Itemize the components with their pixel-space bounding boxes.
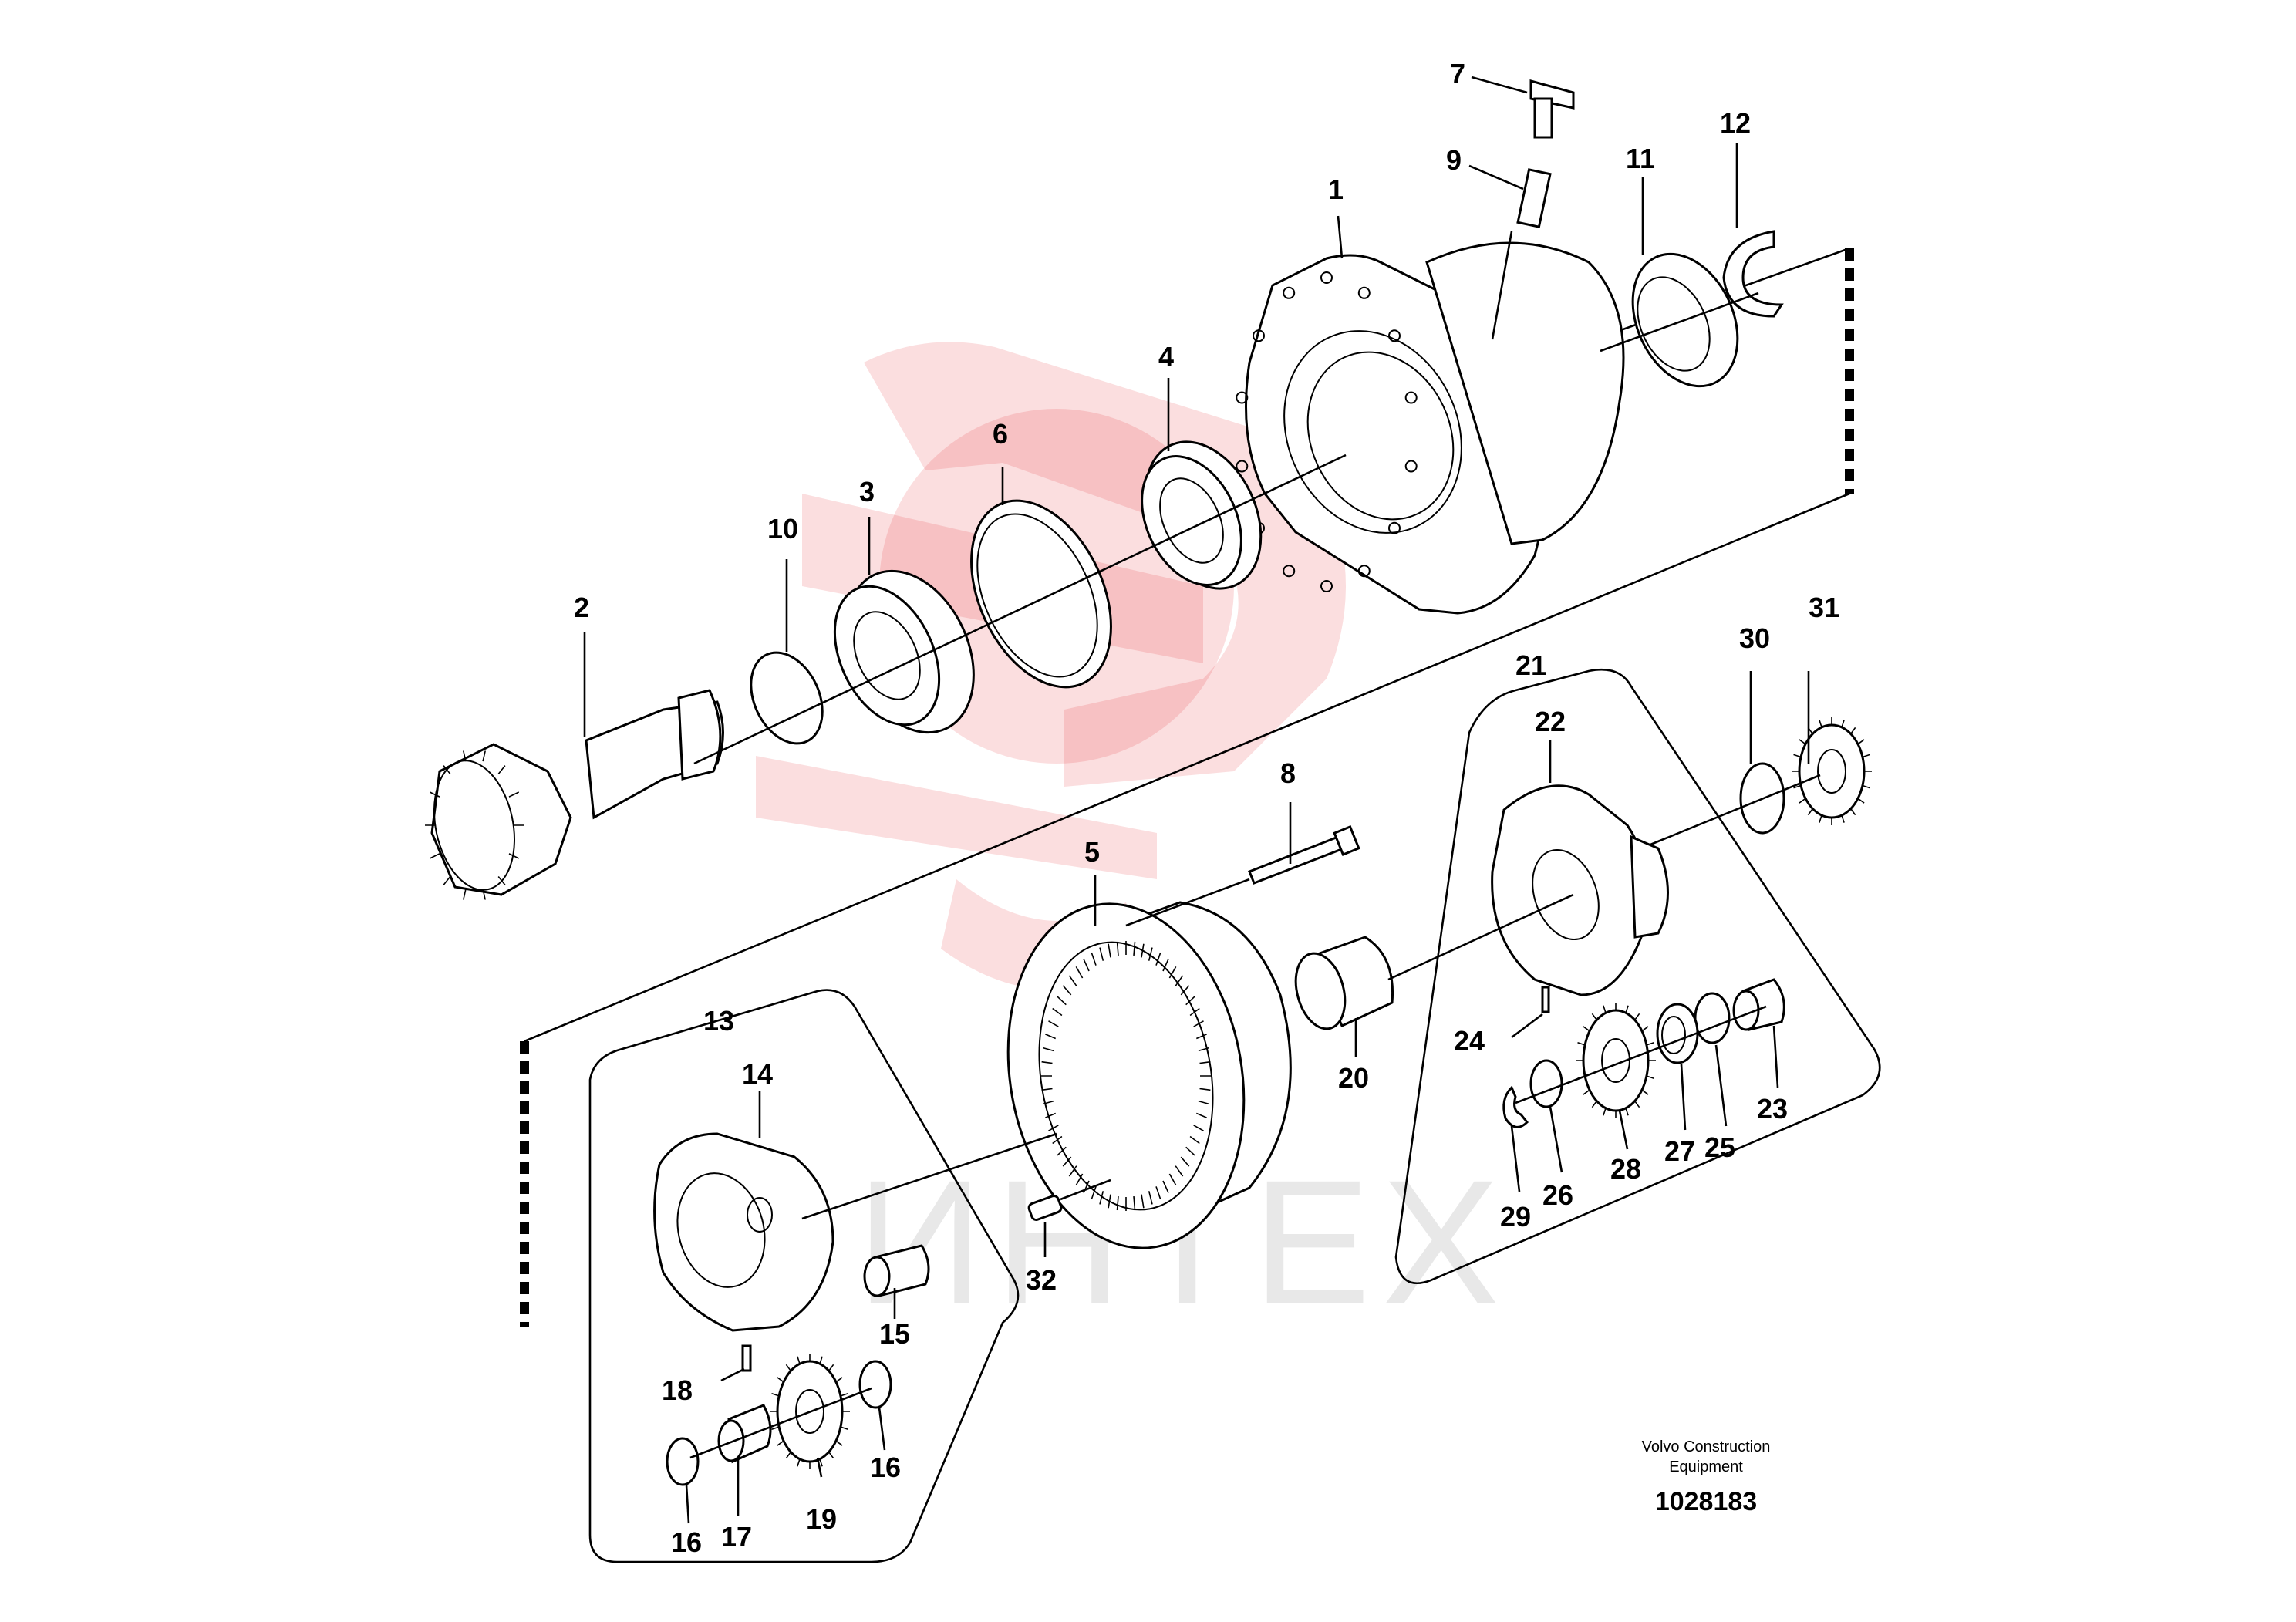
part-6-seal-ring	[970, 499, 1112, 689]
callout-11: 11	[1626, 143, 1655, 174]
part-31-gear	[1792, 717, 1872, 825]
housing-bolt-hole	[1357, 286, 1371, 299]
callout-28: 28	[1610, 1153, 1641, 1185]
callout-21: 21	[1515, 649, 1546, 681]
part-15-pin	[863, 1244, 930, 1297]
part-9-fitting	[1516, 168, 1552, 228]
callout-16a: 16	[870, 1452, 901, 1483]
callout-25: 25	[1704, 1131, 1735, 1163]
housing-bolt-hole	[1236, 460, 1249, 473]
callout-20: 20	[1338, 1062, 1369, 1094]
assembly-axis-upper	[524, 492, 1850, 1043]
callout-5: 5	[1084, 836, 1100, 868]
housing-bolt-hole	[1357, 565, 1371, 578]
axis-sun-carrier	[1387, 893, 1574, 981]
callout-8: 8	[1280, 757, 1296, 789]
credit-line-1: Volvo Construction	[1642, 1438, 1771, 1455]
part-22-carrier	[1491, 784, 1669, 996]
callout-19: 19	[806, 1503, 837, 1535]
housing-bolt-hole	[1388, 521, 1401, 534]
callout-2: 2	[574, 592, 589, 623]
part-4-bearing	[1141, 440, 1263, 590]
housing-bolt-hole	[1236, 391, 1249, 404]
axis-planet-upper	[1515, 1005, 1767, 1104]
part-20-sun-gear	[1294, 936, 1394, 1030]
part-14-carrier	[653, 1132, 834, 1332]
housing-bolt-hole	[1404, 391, 1418, 404]
callout-3: 3	[859, 476, 875, 508]
callout-4: 4	[1158, 341, 1174, 373]
part-8-bolt	[1248, 825, 1360, 885]
housing-bolt-hole	[1283, 565, 1296, 578]
axis-carrier-gear31	[1650, 774, 1821, 846]
group-21-outline	[1394, 668, 1881, 1285]
callout-24: 24	[1454, 1025, 1485, 1057]
callout-26: 26	[1542, 1179, 1573, 1211]
part-28-planet-gear	[1576, 1003, 1656, 1118]
axis-bearing-11	[1600, 292, 1759, 352]
callout-7: 7	[1450, 58, 1465, 89]
part-7-sensor	[1529, 79, 1575, 139]
housing-bolt-hole	[1404, 460, 1418, 473]
part-32-pin	[1027, 1195, 1063, 1221]
callout-10: 10	[767, 513, 798, 545]
credit-line-2: Equipment	[1669, 1458, 1743, 1475]
axis-planet-lower	[689, 1387, 872, 1459]
callout-23: 23	[1757, 1093, 1788, 1125]
callout-32: 32	[1026, 1264, 1057, 1296]
fitting-axis	[1491, 231, 1513, 340]
part-10-o-ring	[750, 651, 824, 745]
axis-shaft	[693, 454, 1347, 765]
housing-bolt-hole	[1320, 580, 1333, 592]
axis-ring-bolt	[1125, 878, 1250, 927]
callout-31: 31	[1809, 592, 1839, 623]
callout-27: 27	[1664, 1135, 1695, 1167]
housing-bolt-hole	[1283, 286, 1296, 299]
part-5-ring-gear	[1006, 901, 1292, 1249]
part-3-seal	[833, 569, 975, 734]
part-16-washer-left	[666, 1437, 700, 1486]
part-27-needle-bearing	[1656, 1003, 1699, 1064]
part-25-washer	[1694, 992, 1731, 1044]
housing-bolt-hole	[1253, 329, 1265, 342]
part-16-washer-right	[858, 1360, 892, 1409]
part-24-pin	[1541, 986, 1550, 1013]
callout-1: 1	[1328, 174, 1344, 205]
callout-17: 17	[721, 1521, 752, 1553]
housing-bolt-hole	[1320, 271, 1333, 284]
part-18-pin	[741, 1344, 752, 1372]
callout-14: 14	[742, 1058, 773, 1090]
part-1-housing	[1236, 241, 1625, 615]
callout-6: 6	[993, 418, 1008, 450]
callout-15: 15	[879, 1318, 910, 1350]
part-17-bushing	[717, 1404, 772, 1464]
callout-29: 29	[1500, 1201, 1531, 1233]
part-23-shaft	[1732, 978, 1785, 1031]
part-26-washer	[1529, 1059, 1563, 1108]
callout-30: 30	[1739, 622, 1770, 654]
axis-lower-gear	[801, 1132, 1057, 1220]
drawing-number: 1028183	[1655, 1487, 1757, 1516]
housing-bolt-hole	[1388, 329, 1401, 342]
callout-9: 9	[1446, 144, 1462, 176]
callout-22: 22	[1535, 706, 1566, 737]
part-29-snap-ring	[1502, 1085, 1529, 1128]
part-12-snap-ring	[1722, 230, 1784, 318]
callout-18: 18	[662, 1374, 693, 1406]
callout-labels: 1 2 3 4 5 6 7 8 9 10 11 12 13 14 15 16 1…	[574, 58, 1839, 1558]
leader-lines	[583, 76, 1810, 1524]
callout-12: 12	[1720, 107, 1751, 139]
group-13-outline	[588, 989, 1020, 1563]
part-2-pinion-shaft	[425, 689, 724, 900]
callout-16b: 16	[671, 1526, 702, 1558]
callout-13: 13	[703, 1005, 734, 1037]
axis-pin-32	[1060, 1179, 1111, 1201]
